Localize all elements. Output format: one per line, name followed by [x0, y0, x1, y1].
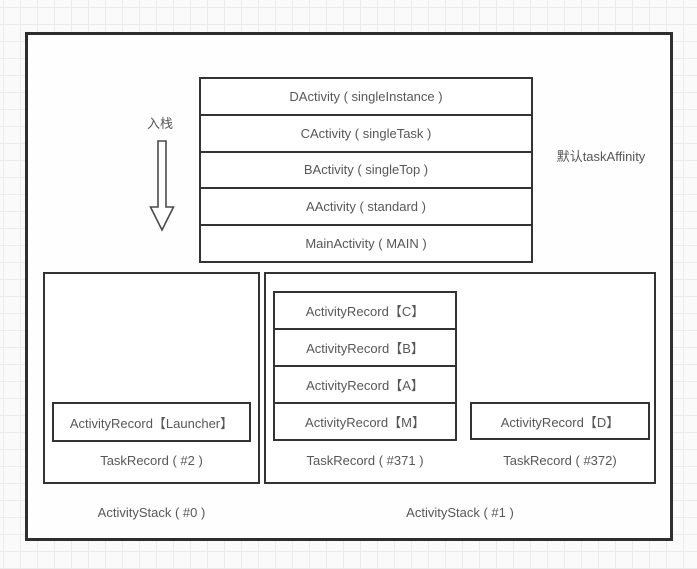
activity-stack-0-box — [43, 272, 260, 484]
activity-record-launcher-box: ActivityRecord【Launcher】 — [52, 402, 251, 442]
launch-mode-row-cactivity: CActivity ( singleTask ) — [201, 115, 531, 153]
task-record-2-label: TaskRecord ( #2 ) — [100, 453, 203, 468]
launch-mode-row-dactivity: DActivity ( singleInstance ) — [201, 79, 531, 116]
activity-record-d-box: ActivityRecord【D】 — [470, 402, 650, 440]
push-down-arrow-icon — [149, 140, 177, 232]
task-record-372-label: TaskRecord ( #372) — [503, 453, 617, 468]
default-task-affinity-label: 默认taskAffinity — [556, 149, 646, 164]
launch-mode-row-bactivity: BActivity ( singleTop ) — [201, 152, 531, 190]
activity-record-b-box: ActivityRecord【B】 — [275, 330, 455, 367]
task-record-371-label: TaskRecord ( #371 ) — [306, 453, 424, 468]
launch-mode-row-mainactivity: MainActivity ( MAIN ) — [201, 226, 531, 261]
activity-stack-1-label: ActivityStack ( #1 ) — [406, 505, 514, 520]
launch-mode-row-aactivity: AActivity ( standard ) — [201, 189, 531, 227]
activity-stack-0-label: ActivityStack ( #0 ) — [97, 505, 206, 520]
activity-record-a-box: ActivityRecord【A】 — [275, 367, 455, 404]
task-record-371-stack: ActivityRecord【C】 ActivityRecord【B】 Acti… — [273, 291, 457, 441]
push-stack-label: 入栈 — [146, 116, 173, 131]
launch-mode-stack: DActivity ( singleInstance ) CActivity (… — [199, 77, 533, 263]
activity-record-m-box: ActivityRecord【M】 — [275, 404, 455, 439]
activity-record-c-box: ActivityRecord【C】 — [275, 293, 455, 330]
